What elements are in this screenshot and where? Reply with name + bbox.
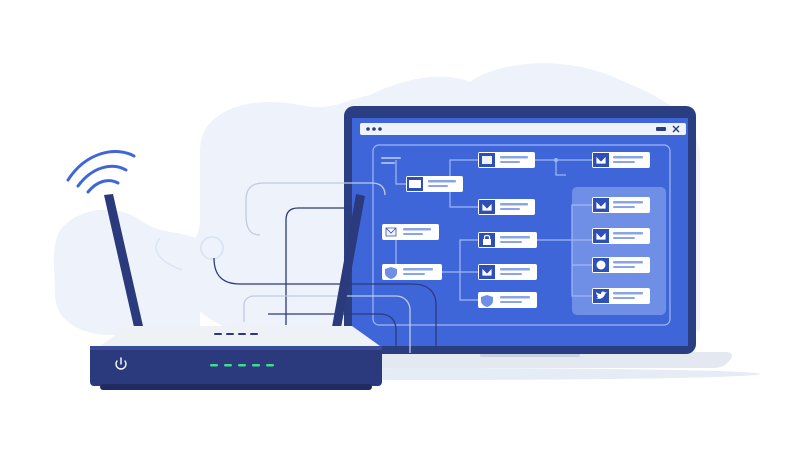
status-led [238,364,246,367]
workflow-group-panel [572,187,666,315]
mail-icon [385,227,397,237]
mail-icon [595,231,607,241]
mail-icon [595,155,607,165]
window-titlebar [360,123,686,135]
mail-icon [595,200,607,210]
node-email-main[interactable] [406,176,463,192]
lock-icon [483,234,491,245]
status-led [266,364,274,367]
node-email-top-right[interactable] [592,152,650,168]
shield-icon [481,295,493,307]
node-email-group-1[interactable] [592,197,650,213]
panel-title-lines [381,157,401,164]
laptop-base [329,352,733,368]
status-led [224,364,232,367]
globe-icon [596,260,606,270]
router-top [100,326,380,346]
shield-icon [385,267,397,279]
router-status-leds [210,364,274,367]
node-globe-group[interactable] [592,257,650,273]
router-body [90,346,382,386]
status-led [252,364,260,367]
node-shield-2[interactable] [478,292,537,308]
node-lock[interactable] [478,232,537,248]
node-email-2[interactable] [478,199,535,215]
node-shield-left[interactable] [382,264,442,280]
browser-icon [482,156,492,164]
node-email-left[interactable] [382,224,439,240]
router-edge [90,346,382,350]
window-dots-icon [366,127,382,131]
minimize-icon[interactable] [656,127,666,131]
node-browser[interactable] [478,152,535,168]
workflow-panel-outline [372,144,671,326]
background-outline [155,237,183,271]
router-foot [100,384,372,390]
network-cables [213,182,437,353]
router-antenna-right [332,194,365,328]
router-antenna-left [104,194,143,327]
twitter-icon [596,291,607,299]
wifi-icon [66,149,136,194]
status-led [210,364,218,367]
node-email-group-2[interactable] [592,228,650,244]
router-vents [214,333,258,335]
close-icon[interactable] [672,125,680,133]
node-twitter-group[interactable] [592,288,650,304]
background-ring [200,236,224,260]
node-email-3[interactable] [478,264,537,280]
mail-icon [481,202,493,212]
power-icon[interactable] [115,357,127,370]
mail-icon [481,267,493,277]
